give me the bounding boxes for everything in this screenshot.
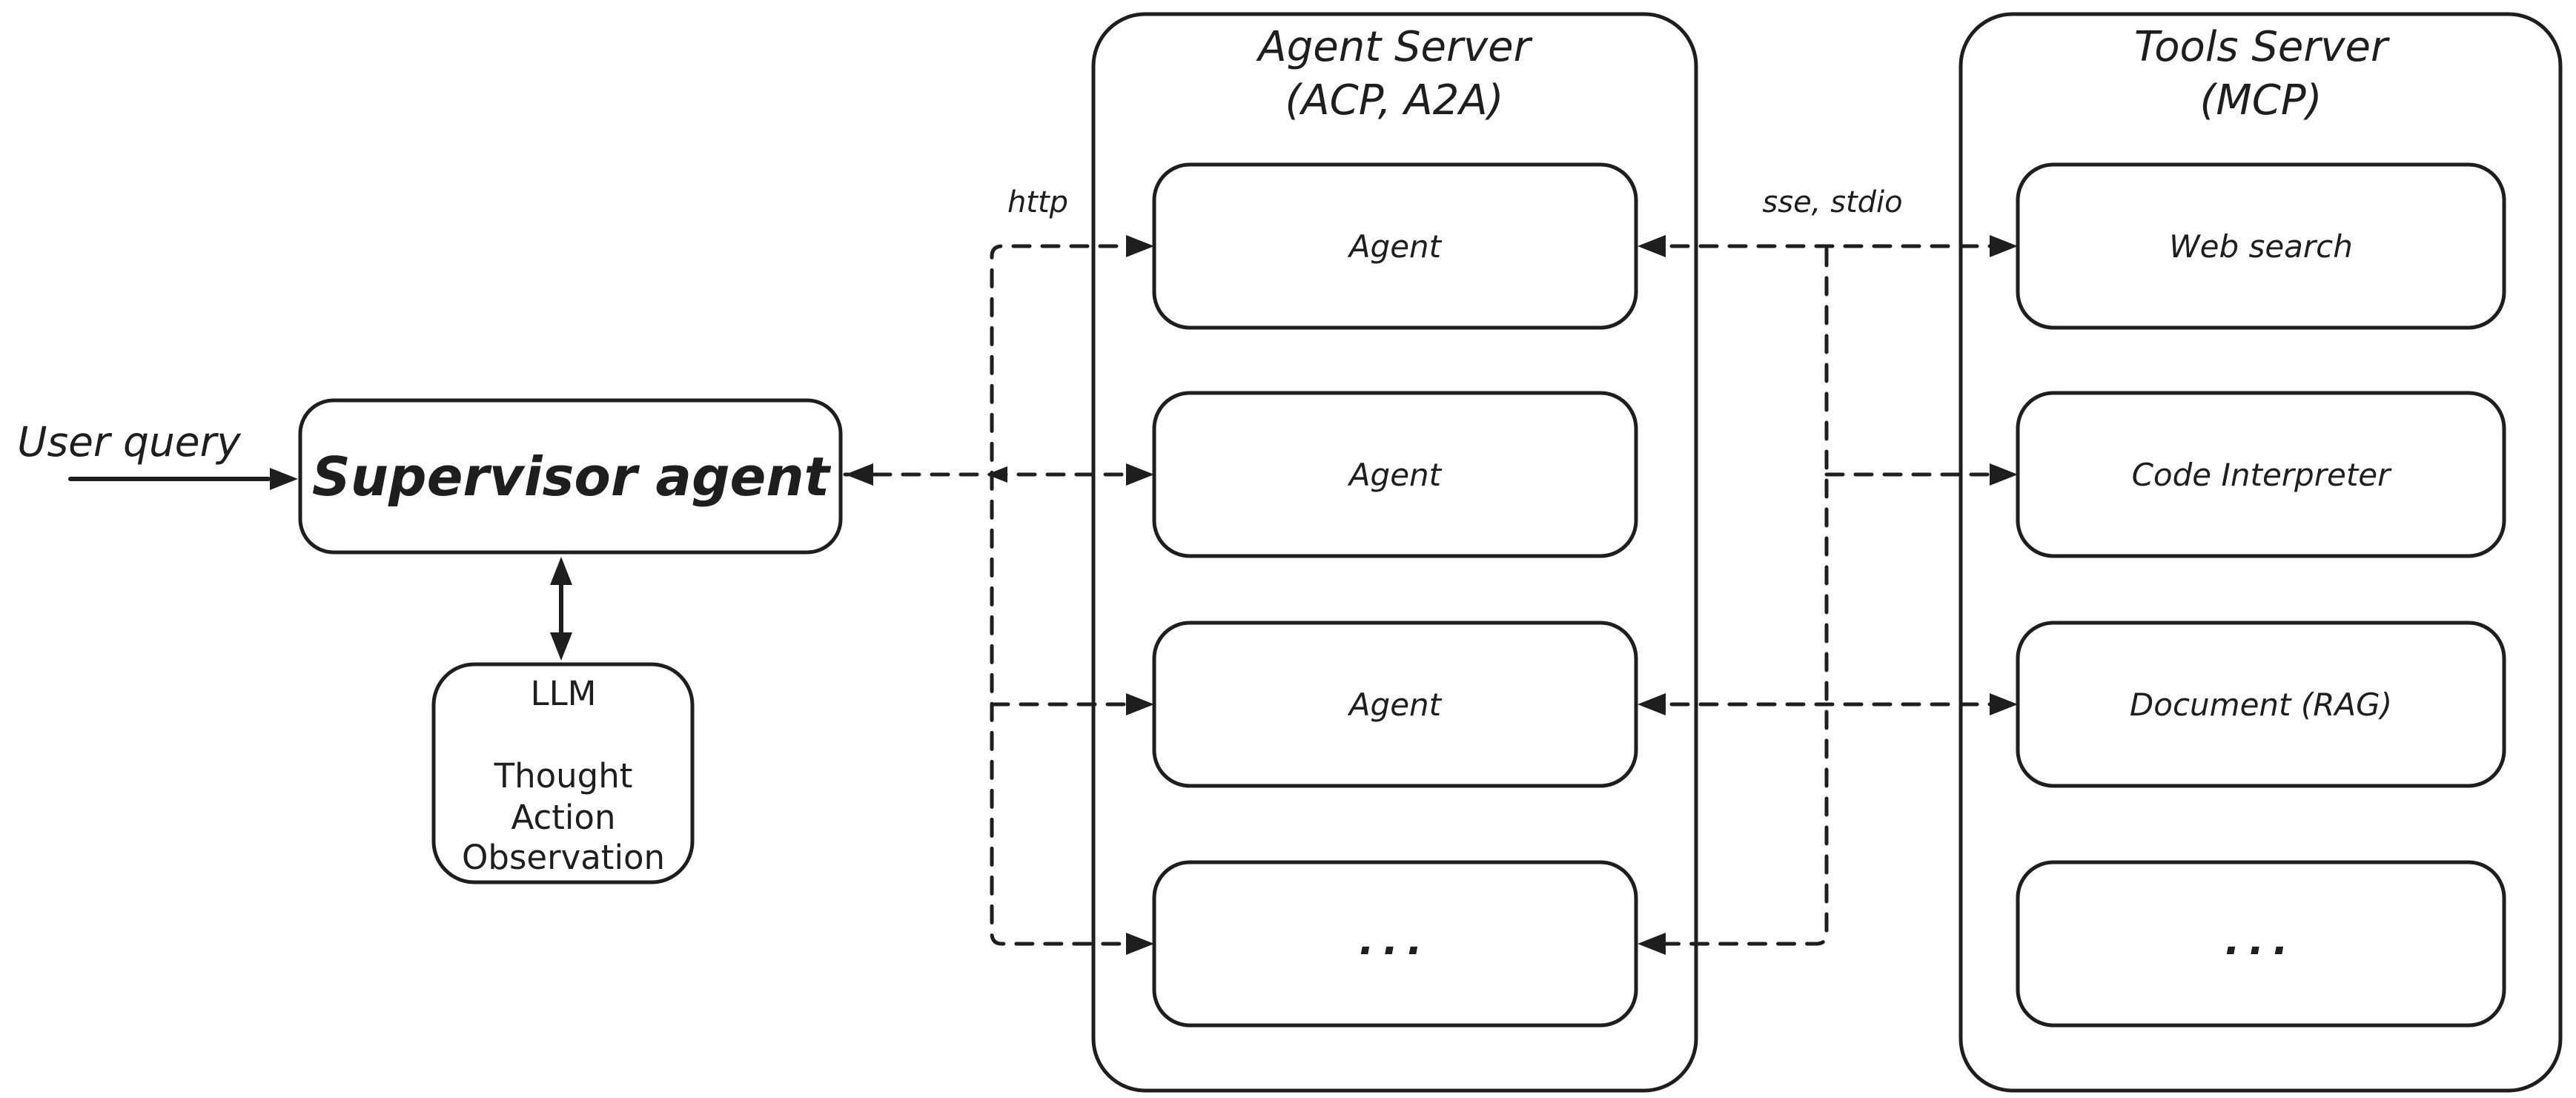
left-trunk-edge bbox=[990, 244, 1148, 946]
left-row1-arrowhead-icon bbox=[1126, 235, 1154, 257]
llm-box bbox=[431, 662, 695, 884]
tool-box-ellipsis-label: ... bbox=[2225, 917, 2297, 964]
user-query-arrowhead-icon bbox=[270, 468, 298, 490]
llm-title: LLM bbox=[531, 674, 597, 713]
left-row3-arrowhead-icon bbox=[1126, 693, 1154, 715]
tool-box-code-interpreter-label: Code Interpreter bbox=[2132, 457, 2393, 493]
junction-arrowhead-icon bbox=[987, 466, 1007, 483]
agent-box-3-label: Agent bbox=[1347, 687, 1443, 723]
tool-box-ellipsis bbox=[2016, 860, 2506, 1028]
sse-stdio-edge-label: sse, stdio bbox=[1762, 185, 1902, 219]
tools-server-title: Tools Server bbox=[2134, 23, 2390, 71]
agent4-arrowhead-icon bbox=[1638, 933, 1666, 955]
left-row2-arrowhead-icon bbox=[1126, 463, 1154, 486]
left-row4-arrowhead-icon bbox=[1126, 933, 1154, 955]
tool-box-document-rag-label: Document (RAG) bbox=[2130, 687, 2392, 723]
http-edge-label: http bbox=[1007, 185, 1068, 219]
tools-server-subtitle: (MCP) bbox=[2200, 76, 2322, 125]
agent-box-ellipsis-label: ... bbox=[1359, 917, 1431, 964]
document-rag-arrowhead-icon bbox=[1990, 693, 2018, 715]
agent-server-subtitle: (ACP, A2A) bbox=[1285, 76, 1503, 125]
supervisor-arrowhead-icon bbox=[845, 463, 873, 486]
web-search-arrowhead-icon bbox=[1990, 235, 2018, 257]
llm-line-action: Action bbox=[511, 798, 616, 837]
supervisor-llm-arrowhead-up-icon bbox=[550, 557, 572, 585]
llm-line-observation: Observation bbox=[462, 838, 665, 877]
agent-box-2-label: Agent bbox=[1347, 457, 1443, 493]
user-query-label: User query bbox=[17, 418, 242, 466]
supervisor-llm-arrowhead-down-icon bbox=[550, 632, 572, 661]
agent3-arrowhead-icon bbox=[1638, 693, 1666, 715]
supervisor-agent-label: Supervisor agent bbox=[312, 446, 832, 508]
agent-box-1-label: Agent bbox=[1347, 228, 1443, 265]
supervisor-agent-box bbox=[298, 398, 843, 555]
right-trunk-edge bbox=[1646, 247, 1829, 946]
llm-line-thought: Thought bbox=[494, 756, 633, 796]
tool-box-web-search-label: Web search bbox=[2169, 228, 2353, 265]
agent-server-title: Agent Server bbox=[1256, 23, 1532, 71]
agent1-arrowhead-icon bbox=[1638, 235, 1666, 257]
code-interpreter-arrowhead-icon bbox=[1990, 463, 2018, 486]
